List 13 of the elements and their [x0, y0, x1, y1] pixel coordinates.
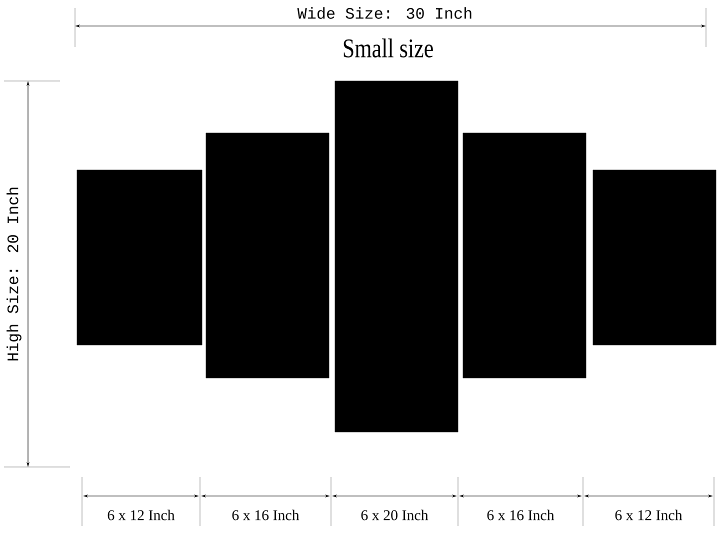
canvas-panel — [206, 132, 330, 378]
dimension-label: 6 x 16 Inch — [487, 510, 554, 520]
canvas-panel — [76, 170, 202, 346]
dimension-label: 6 x 12 Inch — [615, 510, 682, 520]
dimension-label: Wide Size: 30 Inch — [296, 6, 474, 20]
title: Small size — [344, 38, 433, 58]
dimension-label: 6 x 12 Inch — [108, 510, 175, 520]
dimension-label: 6 x 20 Inch — [361, 510, 428, 520]
canvas-panel — [462, 132, 586, 378]
canvas-panel — [334, 80, 458, 432]
canvas-panel — [592, 170, 716, 346]
dimension-label: High Size: 20 Inch — [6, 185, 22, 363]
dimension-label: 6 x 16 Inch — [232, 510, 300, 520]
